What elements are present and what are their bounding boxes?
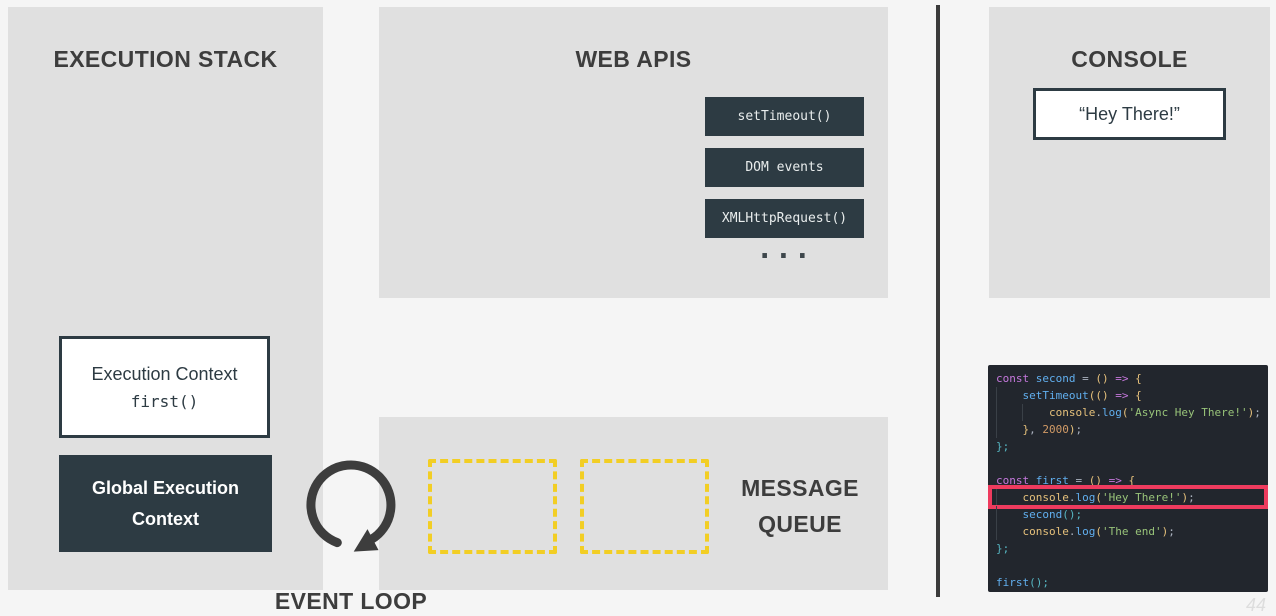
code-line: const second = () => {: [996, 372, 1142, 385]
code-line: }, 2000);: [996, 421, 1260, 438]
console-output-box: “Hey There!”: [1033, 88, 1226, 140]
code-line: console.log('Async Hey There!');: [996, 404, 1261, 421]
web-api-button: DOM events: [705, 148, 864, 187]
message-queue-title: MESSAGE QUEUE: [720, 470, 880, 542]
code-line: setTimeout(() => {: [996, 387, 1260, 404]
event-loop-arrow-icon: [306, 460, 396, 552]
code-line: [996, 455, 1260, 472]
queue-slot: [580, 459, 709, 554]
web-apis-title: WEB APIS: [575, 46, 692, 72]
global-execution-context-box: Global Execution Context: [59, 455, 272, 552]
event-loop-label: EVENT LOOP: [274, 588, 428, 614]
web-apis-ellipsis: ...: [756, 232, 813, 265]
code-editor: const second = () => { setTimeout(() => {…: [988, 365, 1268, 592]
watermark: 44: [1245, 595, 1266, 615]
execution-stack-panel: EXECUTION STACK Execution Context first(…: [8, 7, 323, 590]
execution-context-label: Execution Context: [91, 363, 238, 384]
code-line: first();: [996, 576, 1049, 589]
code-line: const first = () => {: [996, 474, 1136, 487]
code-line: };: [996, 440, 1010, 453]
global-context-label-line2: Context: [132, 508, 199, 529]
code-line-highlighted: console.log('Hey There!');: [988, 485, 1268, 509]
message-queue-panel: MESSAGE QUEUE: [379, 417, 888, 590]
code-line: };: [996, 542, 1010, 555]
code-line: console.log('The end');: [996, 523, 1260, 540]
global-context-label-line1: Global Execution: [91, 477, 240, 498]
web-api-button: XMLHttpRequest(): [705, 199, 864, 238]
code-line: second();: [996, 506, 1260, 523]
execution-stack-title: EXECUTION STACK: [53, 46, 278, 72]
vertical-divider: [936, 5, 940, 597]
execution-context-function: first(): [130, 391, 199, 411]
message-queue-title-line1: MESSAGE: [741, 475, 859, 501]
execution-context-box: Execution Context first(): [59, 336, 270, 438]
message-queue-title-line2: QUEUE: [758, 511, 842, 537]
console-title: CONSOLE: [1071, 46, 1188, 72]
console-panel: CONSOLE “Hey There!”: [989, 7, 1270, 298]
code-line: [996, 557, 1260, 574]
web-api-button: setTimeout(): [705, 97, 864, 136]
queue-slot: [428, 459, 557, 554]
